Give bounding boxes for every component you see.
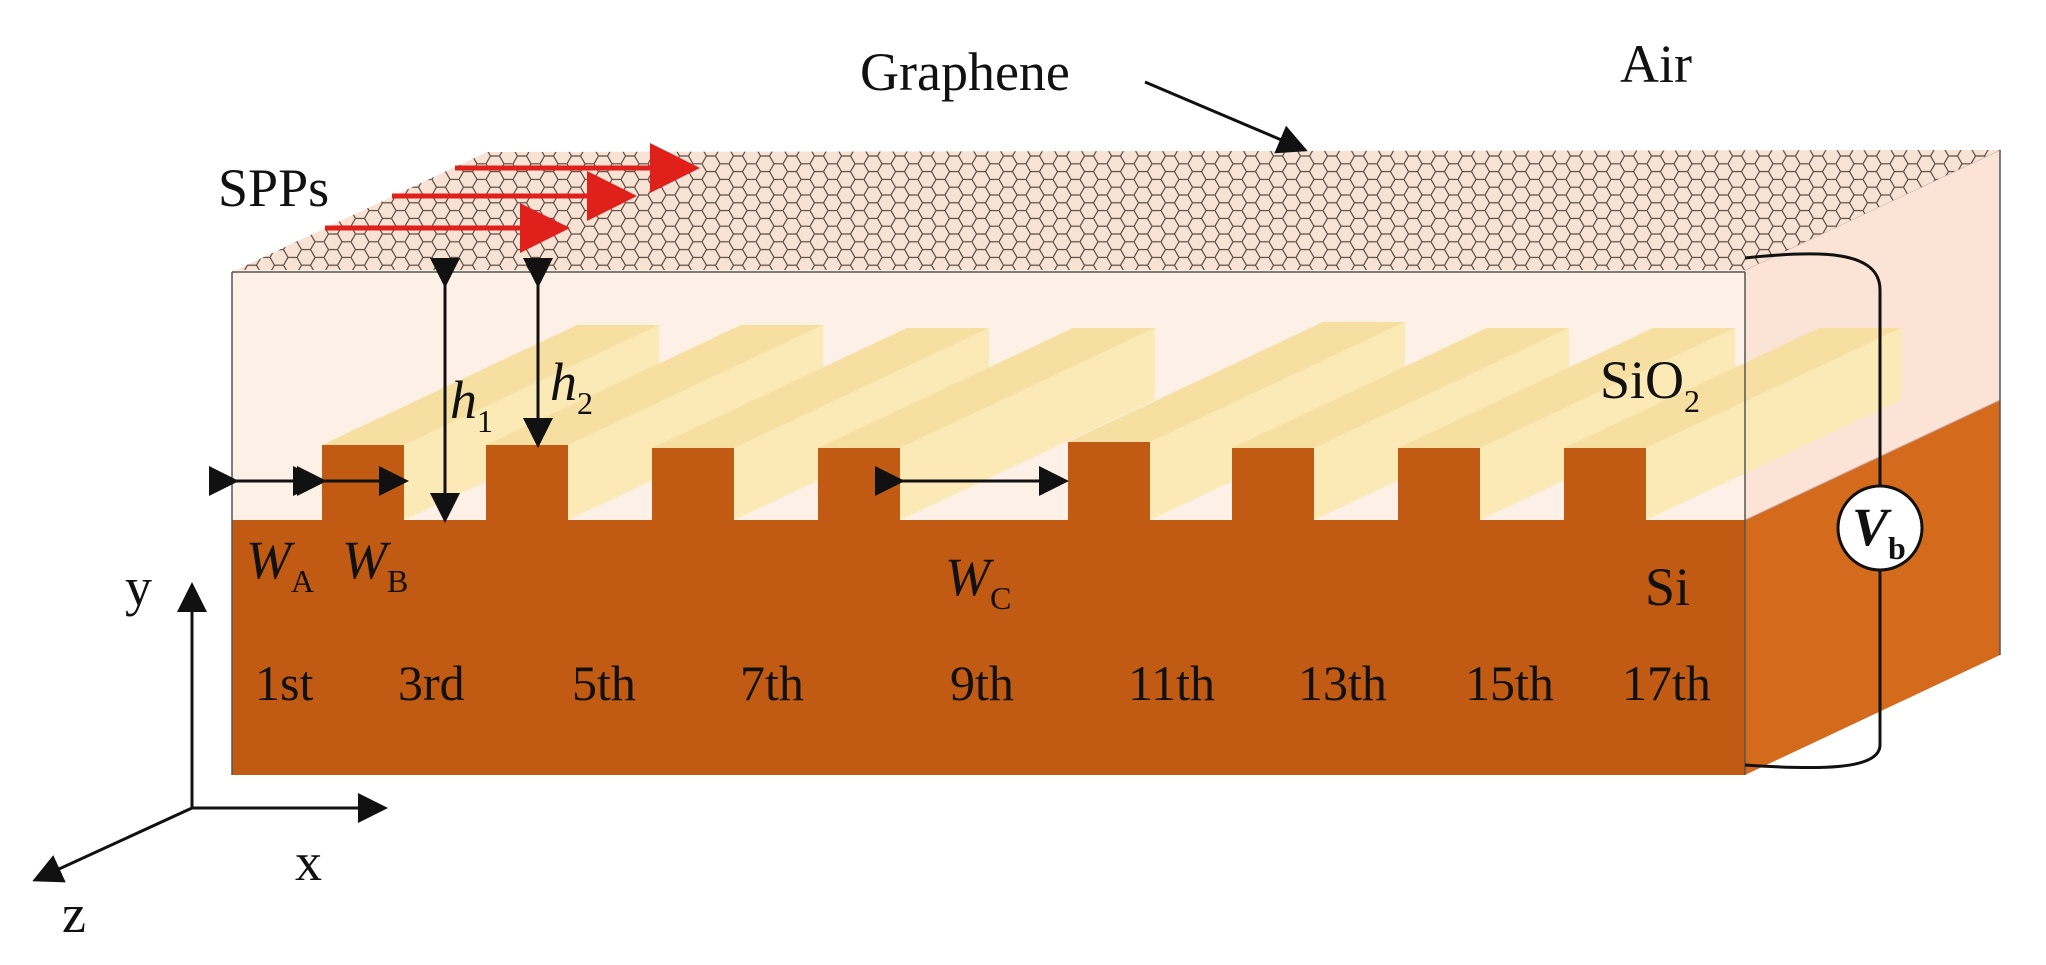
silicon-side-face — [1745, 400, 2000, 775]
z-axis-arrow — [32, 806, 193, 883]
wc-label: WC — [945, 547, 1011, 616]
tooth-top-5 — [1068, 322, 1405, 442]
spps-label: SPPs — [218, 158, 329, 218]
tooth-top-8 — [1564, 328, 1901, 448]
box-outline — [231, 150, 2001, 775]
order-label-1st: 1st — [255, 655, 313, 711]
tooth-top-3 — [652, 328, 989, 448]
vb-label: Vb — [1852, 497, 1906, 566]
tooth-top-4 — [818, 328, 1155, 448]
tooth-top-6 — [1232, 328, 1569, 448]
tooth-front-4 — [818, 448, 900, 522]
order-label-3rd: 3rd — [398, 655, 465, 711]
coordinate-axes — [32, 582, 388, 883]
grating-teeth — [322, 322, 1901, 522]
tooth-front-3 — [652, 448, 734, 522]
si-label: Si — [1645, 557, 1690, 617]
tooth-side-3 — [734, 328, 989, 520]
tooth-side-7 — [1480, 328, 1735, 520]
bias-wire — [1744, 252, 1882, 770]
air-label: Air — [1620, 34, 1692, 94]
order-label-9th: 9th — [950, 655, 1014, 711]
tooth-front-5 — [1068, 442, 1150, 522]
graphene-label: Graphene — [860, 42, 1070, 102]
order-label-7th: 7th — [740, 655, 804, 711]
tooth-front-2 — [486, 445, 568, 522]
grating-order-labels: 1st 3rd 5th 7th 9th 11th 13th 15th 17th — [255, 655, 1711, 711]
order-label-5th: 5th — [572, 655, 636, 711]
spp-arrows — [325, 143, 700, 253]
tooth-front-7 — [1398, 448, 1480, 522]
h1-label: h1 — [450, 370, 493, 439]
tooth-side-8 — [1646, 328, 1901, 520]
order-label-17th: 17th — [1622, 655, 1711, 711]
tooth-side-5 — [1150, 322, 1405, 520]
axis-y-label: y — [125, 557, 152, 617]
tooth-front-6 — [1232, 448, 1314, 522]
wa-label: WA — [246, 530, 314, 599]
tooth-top-2 — [486, 325, 823, 445]
order-label-13th: 13th — [1298, 655, 1387, 711]
axis-z-label: z — [62, 884, 86, 944]
axis-x-label: x — [295, 832, 322, 892]
tooth-side-2 — [568, 325, 823, 520]
h2-label: h2 — [550, 352, 593, 421]
silicon-front — [232, 520, 1745, 775]
order-label-15th: 15th — [1465, 655, 1554, 711]
graphene-pointer-arrow — [1144, 80, 1308, 154]
wb-label: WB — [342, 530, 408, 599]
tooth-top-7 — [1398, 328, 1735, 448]
tooth-top-1 — [322, 325, 659, 445]
tooth-front-8 — [1564, 448, 1646, 522]
tooth-front-1 — [322, 445, 404, 522]
sio2-label: SiO2 — [1600, 350, 1700, 419]
tooth-side-6 — [1314, 328, 1569, 520]
order-label-11th: 11th — [1128, 655, 1215, 711]
voltage-source-circle — [1836, 484, 1924, 572]
